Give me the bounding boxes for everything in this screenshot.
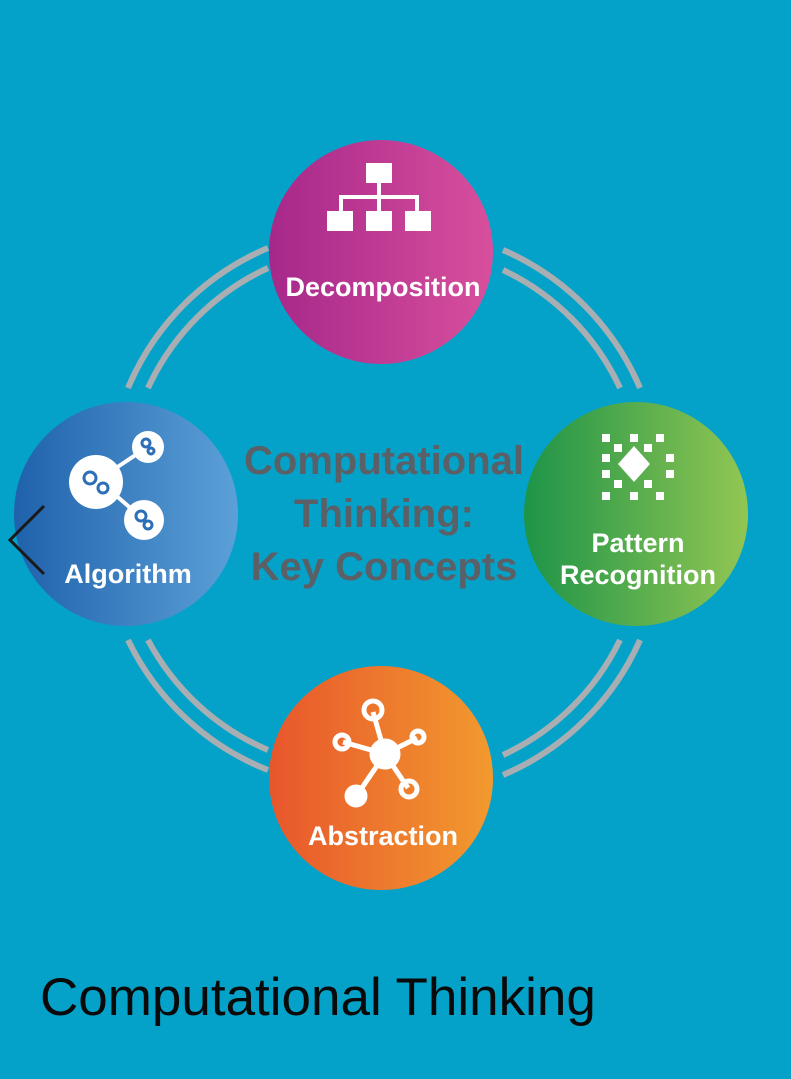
- connector-arcs: [125, 245, 643, 778]
- node-decomposition: Decomposition: [269, 140, 493, 364]
- connector-top-right: [501, 247, 643, 390]
- connector-top-right-inner: [501, 267, 623, 390]
- center-title-line3: Key Concepts: [251, 545, 518, 589]
- node-abstraction-circle: [269, 666, 493, 890]
- connector-top-left-inner: [145, 265, 270, 390]
- center-title-line2: Thinking:: [294, 492, 474, 536]
- center-title-line1: Computational: [244, 439, 524, 483]
- node-abstraction: Abstraction: [269, 666, 493, 890]
- gears-network-icon: [69, 431, 164, 540]
- node-pattern-label-line1: Pattern: [591, 528, 684, 558]
- center-title: Computational Thinking: Key Concepts: [244, 439, 524, 589]
- node-pattern-circle: [524, 402, 748, 626]
- hierarchy-icon: [327, 163, 431, 231]
- pixel-pattern-icon: [602, 434, 674, 500]
- node-algorithm: Algorithm: [14, 402, 238, 626]
- connector-bottom-right-inner: [501, 638, 623, 758]
- connector-bottom-right: [501, 638, 643, 778]
- node-pattern-label-line2: Recognition: [560, 560, 716, 590]
- connector-top-left: [125, 245, 270, 390]
- node-decomposition-circle: [269, 140, 493, 364]
- node-algorithm-label: Algorithm: [64, 559, 192, 589]
- connector-bottom-left-inner: [145, 638, 270, 753]
- network-hub-icon: [332, 698, 427, 808]
- connector-bottom-left: [125, 638, 270, 773]
- chevron-left-icon[interactable]: [4, 500, 50, 580]
- node-abstraction-label: Abstraction: [308, 821, 458, 851]
- node-pattern-recognition: Pattern Recognition: [524, 402, 748, 626]
- node-decomposition-label: Decomposition: [285, 272, 480, 302]
- page-caption: Computational Thinking: [40, 968, 596, 1027]
